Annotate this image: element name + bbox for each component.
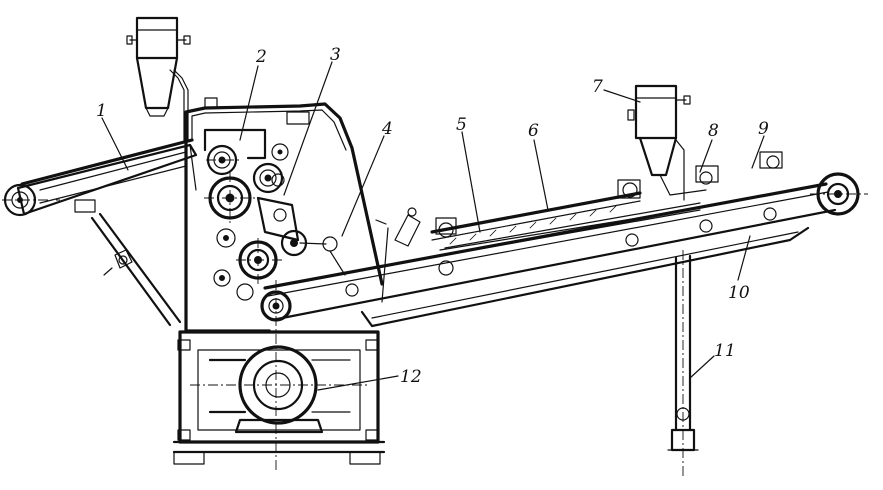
callout-1: 1 <box>96 101 107 121</box>
leader-1 <box>101 117 129 171</box>
leader-lines <box>101 61 765 391</box>
leader-8 <box>699 139 713 173</box>
callout-3: 3 <box>330 45 341 65</box>
leader-7 <box>603 89 641 103</box>
gear-set-3 <box>252 143 289 194</box>
leader-4 <box>341 135 385 237</box>
leader-12 <box>317 375 399 391</box>
roller-housing <box>184 97 384 470</box>
leader-10 <box>737 235 751 281</box>
leader-11 <box>689 355 715 379</box>
leader-2 <box>239 65 259 141</box>
leader-5 <box>461 131 481 233</box>
callout-labels: 1 2 3 4 5 6 7 8 9 10 11 12 <box>96 45 769 387</box>
callout-4: 4 <box>381 119 393 139</box>
leader-6 <box>533 139 549 211</box>
callout-6: 6 <box>528 121 539 141</box>
callout-5: 5 <box>456 115 467 135</box>
callout-8: 8 <box>708 121 719 141</box>
leader-9 <box>751 135 765 169</box>
leader-3 <box>283 61 333 196</box>
drive-frame <box>172 329 386 465</box>
main-conveyor <box>263 151 868 328</box>
callout-10: 10 <box>728 283 750 303</box>
left-hopper <box>126 16 191 141</box>
right-hopper <box>627 84 707 201</box>
callout-12: 12 <box>400 367 422 387</box>
callout-2: 2 <box>255 47 267 67</box>
callout-11: 11 <box>714 341 736 361</box>
infeed-conveyor <box>2 138 198 327</box>
callout-7: 7 <box>592 77 603 97</box>
callout-9: 9 <box>758 119 769 139</box>
support-leg <box>667 250 699 478</box>
